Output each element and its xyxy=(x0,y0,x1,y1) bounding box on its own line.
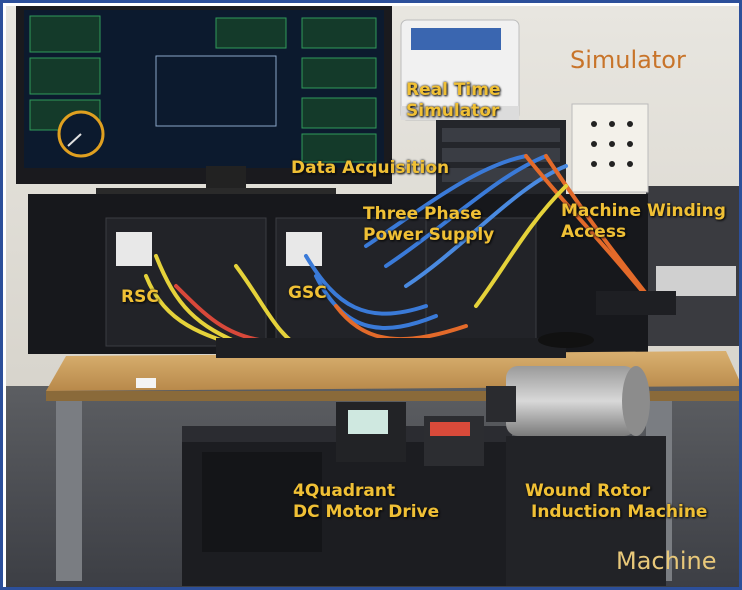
label-simulator: Simulator xyxy=(570,46,686,74)
label-machine-winding-access: Machine Winding Access xyxy=(561,201,726,243)
winding-access-panel xyxy=(571,103,649,193)
label-three-phase-line1: Three Phase xyxy=(363,204,482,224)
label-data-acquisition: Data Acquisition xyxy=(291,158,450,178)
label-dc-motor-drive: 4Quadrant DC Motor Drive xyxy=(293,481,439,523)
label-machine-winding-line2: Access xyxy=(561,222,627,242)
label-wound-rotor-line2: Induction Machine xyxy=(531,502,708,522)
label-dc-motor-line1: 4Quadrant xyxy=(293,481,396,501)
patch-cables xyxy=(144,154,658,353)
label-machine: Machine xyxy=(616,547,717,575)
dc-motor-drive-unit xyxy=(182,402,512,586)
label-three-phase-line2: Power Supply xyxy=(363,225,495,245)
induction-machine xyxy=(486,366,666,586)
label-wound-rotor-line1: Wound Rotor xyxy=(525,481,651,501)
label-gsc: GSC xyxy=(288,283,327,303)
label-dc-motor-line2: DC Motor Drive xyxy=(293,502,440,522)
real-time-simulator-unit xyxy=(400,19,520,121)
lab-setup-photo xyxy=(6,6,739,587)
part-on-bench xyxy=(136,378,156,388)
label-three-phase-power-supply: Three Phase Power Supply xyxy=(363,204,494,246)
monitor xyxy=(16,6,392,194)
label-wound-rotor-induction-machine: Wound Rotor Induction Machine xyxy=(525,481,707,523)
label-rsc: RSC xyxy=(121,287,159,307)
label-machine-winding-line1: Machine Winding xyxy=(561,201,726,221)
converter-rack xyxy=(28,194,648,354)
label-real-time-line2: Simulator xyxy=(406,101,500,121)
bench-leg-left xyxy=(56,401,82,581)
label-real-time-line1: Real Time xyxy=(406,80,501,100)
label-real-time-simulator: Real Time Simulator xyxy=(406,80,501,122)
